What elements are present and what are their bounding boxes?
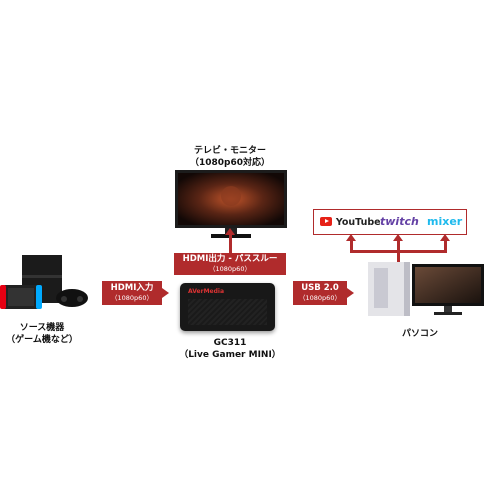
- hdmi-in-tag: HDMI入力 （1080p60）: [102, 281, 162, 305]
- game-consoles-image: [0, 255, 88, 309]
- hdmi-in-spec: （1080p60）: [111, 294, 153, 302]
- monitor-title: テレビ・モニター: [193, 146, 266, 156]
- arrow-up-1: [346, 234, 356, 241]
- service-youtube: YouTube: [320, 215, 381, 228]
- services-line-2: [397, 240, 400, 253]
- service-mixer: mixer: [427, 215, 463, 228]
- service-youtube-label: YouTube: [335, 217, 381, 228]
- youtube-play-icon: [320, 217, 332, 226]
- capture-device: AVerMedia: [180, 283, 275, 331]
- hdmi-in-arrow: [162, 288, 169, 298]
- device-model: （Live Gamer MINI）: [179, 350, 281, 360]
- service-twitch: twitch: [380, 215, 419, 228]
- usb-spec: （1080p60）: [299, 294, 341, 302]
- usb-tag: USB 2.0 （1080p60）: [293, 281, 347, 305]
- arrow-up-2: [393, 234, 403, 241]
- usb-label: USB 2.0: [301, 283, 339, 293]
- pc-label: パソコン: [401, 329, 438, 339]
- hdmi-out-stem: [229, 233, 232, 253]
- source-label: ソース機器 （ゲーム機など）: [0, 322, 84, 346]
- services-line-1: [350, 240, 353, 253]
- services-line-main: [397, 252, 400, 264]
- device-label: GC311 （Live Gamer MINI）: [170, 337, 290, 361]
- source-subtitle: （ゲーム機など）: [6, 335, 78, 345]
- hdmi-in-label: HDMI入力: [110, 283, 154, 293]
- services-line-3: [444, 240, 447, 253]
- source-title: ソース機器: [19, 323, 65, 333]
- streaming-services: YouTube twitch mixer: [313, 209, 467, 235]
- monitor-label: テレビ・モニター （1080p60対応）: [170, 145, 290, 169]
- arrow-up-3: [440, 234, 450, 241]
- hdmi-out-arrow: [225, 228, 235, 235]
- usb-arrow: [347, 288, 354, 298]
- hdmi-out-spec: （1080p60）: [209, 265, 251, 273]
- device-name: GC311: [213, 338, 247, 348]
- pc-image: [368, 262, 484, 316]
- hdmi-out-label: HDMI出力 - パススルー: [182, 254, 278, 264]
- hdmi-out-tag: HDMI出力 - パススルー （1080p60）: [174, 253, 286, 275]
- monitor-subtitle: （1080p60対応）: [189, 158, 271, 168]
- device-brand: AVerMedia: [188, 288, 225, 295]
